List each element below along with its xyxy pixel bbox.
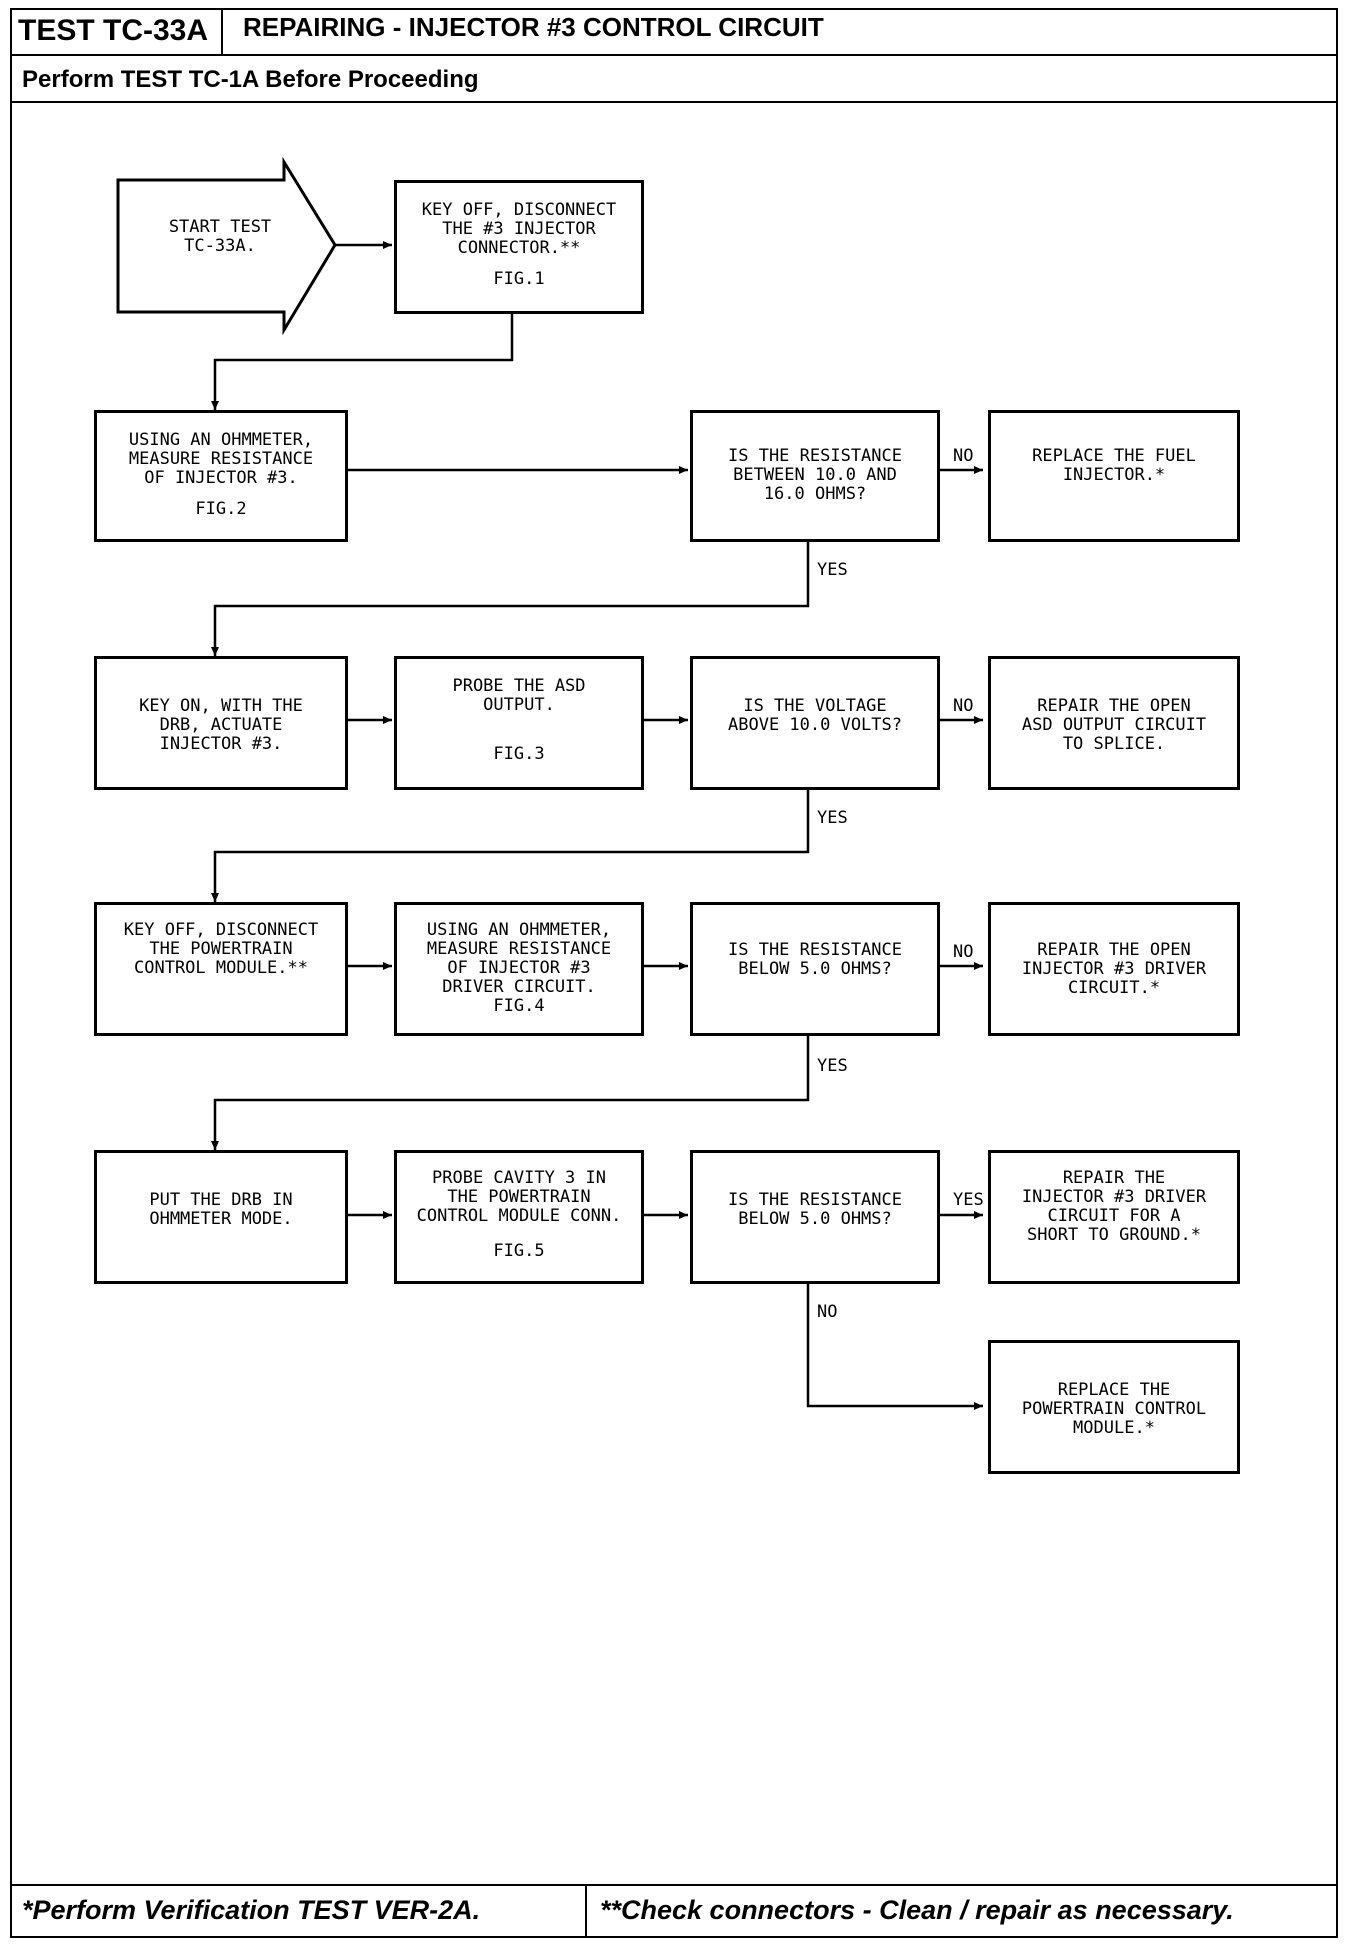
start-label: START TEST TC-33A. — [168, 217, 272, 256]
footnote-connectors: **Check connectors - Clean / repair as n… — [600, 1895, 1234, 1925]
decision-driver-resistance-text: IS THE RESISTANCE BELOW 5.0 OHMS? — [728, 940, 902, 979]
footer-divider — [10, 1884, 1338, 1886]
fig-2-label: FIG.2 — [195, 499, 247, 519]
step-disconnect-injector: KEY OFF, DISCONNECT THE #3 INJECTOR CONN… — [394, 180, 644, 314]
prerequisite-note: Perform TEST TC-1A Before Proceeding — [22, 66, 479, 93]
decision-voltage-text: IS THE VOLTAGE ABOVE 10.0 VOLTS? — [728, 696, 902, 735]
result-replace-pcm-text: REPLACE THE POWERTRAIN CONTROL MODULE.* — [1021, 1380, 1207, 1438]
footer-column-divider — [585, 1884, 587, 1938]
step-probe-asd-text: PROBE THE ASD OUTPUT. — [452, 676, 586, 715]
page-frame — [10, 8, 1338, 1938]
step-actuate-injector: KEY ON, WITH THE DRB, ACTUATE INJECTOR #… — [94, 656, 348, 790]
step-disconnect-pcm-text: KEY OFF, DISCONNECT THE POWERTRAIN CONTR… — [123, 920, 319, 978]
q1-no-label: NO — [953, 446, 974, 466]
step-measure-injector-text: USING AN OHMMETER, MEASURE RESISTANCE OF… — [128, 430, 314, 488]
result-repair-short-text: REPAIR THE INJECTOR #3 DRIVER CIRCUIT FO… — [1021, 1168, 1207, 1245]
step-drb-ohmmeter-text: PUT THE DRB IN OHMMETER MODE. — [149, 1190, 293, 1229]
step-disconnect-injector-text: KEY OFF, DISCONNECT THE #3 INJECTOR CONN… — [421, 200, 617, 258]
fig-3-label: FIG.3 — [493, 744, 545, 764]
step-probe-asd: PROBE THE ASD OUTPUT. FIG.3 — [394, 656, 644, 790]
fig-4-label: FIG.4 — [493, 996, 545, 1016]
step-probe-cavity: PROBE CAVITY 3 IN THE POWERTRAIN CONTROL… — [394, 1150, 644, 1284]
step-disconnect-pcm: KEY OFF, DISCONNECT THE POWERTRAIN CONTR… — [94, 902, 348, 1036]
test-title: REPAIRING - INJECTOR #3 CONTROL CIRCUIT — [243, 12, 824, 42]
result-replace-injector-text: REPLACE THE FUEL INJECTOR.* — [1032, 446, 1196, 485]
result-repair-asd: REPAIR THE OPEN ASD OUTPUT CIRCUIT TO SP… — [988, 656, 1240, 790]
q3-no-label: NO — [953, 942, 974, 962]
q1-yes-label: YES — [817, 560, 848, 580]
result-repair-driver-open: REPAIR THE OPEN INJECTOR #3 DRIVER CIRCU… — [988, 902, 1240, 1036]
q3-yes-label: YES — [817, 1056, 848, 1076]
start-arrow-shape — [116, 156, 337, 336]
decision-short-to-ground: IS THE RESISTANCE BELOW 5.0 OHMS? — [690, 1150, 940, 1284]
decision-resistance-range-text: IS THE RESISTANCE BETWEEN 10.0 AND 16.0 … — [728, 446, 902, 504]
step-actuate-injector-text: KEY ON, WITH THE DRB, ACTUATE INJECTOR #… — [139, 696, 303, 754]
result-replace-injector: REPLACE THE FUEL INJECTOR.* — [988, 410, 1240, 542]
header-divider-lower — [10, 101, 1338, 103]
result-repair-asd-text: REPAIR THE OPEN ASD OUTPUT CIRCUIT TO SP… — [1021, 696, 1207, 754]
step-drb-ohmmeter: PUT THE DRB IN OHMMETER MODE. — [94, 1150, 348, 1284]
fig-5-label: FIG.5 — [493, 1241, 545, 1261]
decision-driver-resistance: IS THE RESISTANCE BELOW 5.0 OHMS? — [690, 902, 940, 1036]
step-probe-cavity-text: PROBE CAVITY 3 IN THE POWERTRAIN CONTROL… — [416, 1168, 622, 1226]
q2-yes-label: YES — [817, 808, 848, 828]
result-repair-short: REPAIR THE INJECTOR #3 DRIVER CIRCUIT FO… — [988, 1150, 1240, 1284]
test-id: TEST TC-33A — [18, 14, 209, 47]
decision-resistance-range: IS THE RESISTANCE BETWEEN 10.0 AND 16.0 … — [690, 410, 940, 542]
decision-short-to-ground-text: IS THE RESISTANCE BELOW 5.0 OHMS? — [728, 1190, 902, 1229]
fig-1-label: FIG.1 — [493, 269, 545, 289]
q4-yes-label: YES — [953, 1190, 984, 1210]
step-measure-driver-text: USING AN OHMMETER, MEASURE RESISTANCE OF… — [426, 920, 612, 997]
step-measure-injector: USING AN OHMMETER, MEASURE RESISTANCE OF… — [94, 410, 348, 542]
result-repair-driver-open-text: REPAIR THE OPEN INJECTOR #3 DRIVER CIRCU… — [1021, 940, 1207, 998]
q4-no-label: NO — [817, 1302, 838, 1322]
footnote-verification: *Perform Verification TEST VER-2A. — [22, 1895, 481, 1925]
test-id-box — [10, 8, 223, 54]
result-replace-pcm: REPLACE THE POWERTRAIN CONTROL MODULE.* — [988, 1340, 1240, 1474]
header-divider — [10, 54, 1338, 56]
decision-voltage: IS THE VOLTAGE ABOVE 10.0 VOLTS? — [690, 656, 940, 790]
step-measure-driver: USING AN OHMMETER, MEASURE RESISTANCE OF… — [394, 902, 644, 1036]
q2-no-label: NO — [953, 696, 974, 716]
